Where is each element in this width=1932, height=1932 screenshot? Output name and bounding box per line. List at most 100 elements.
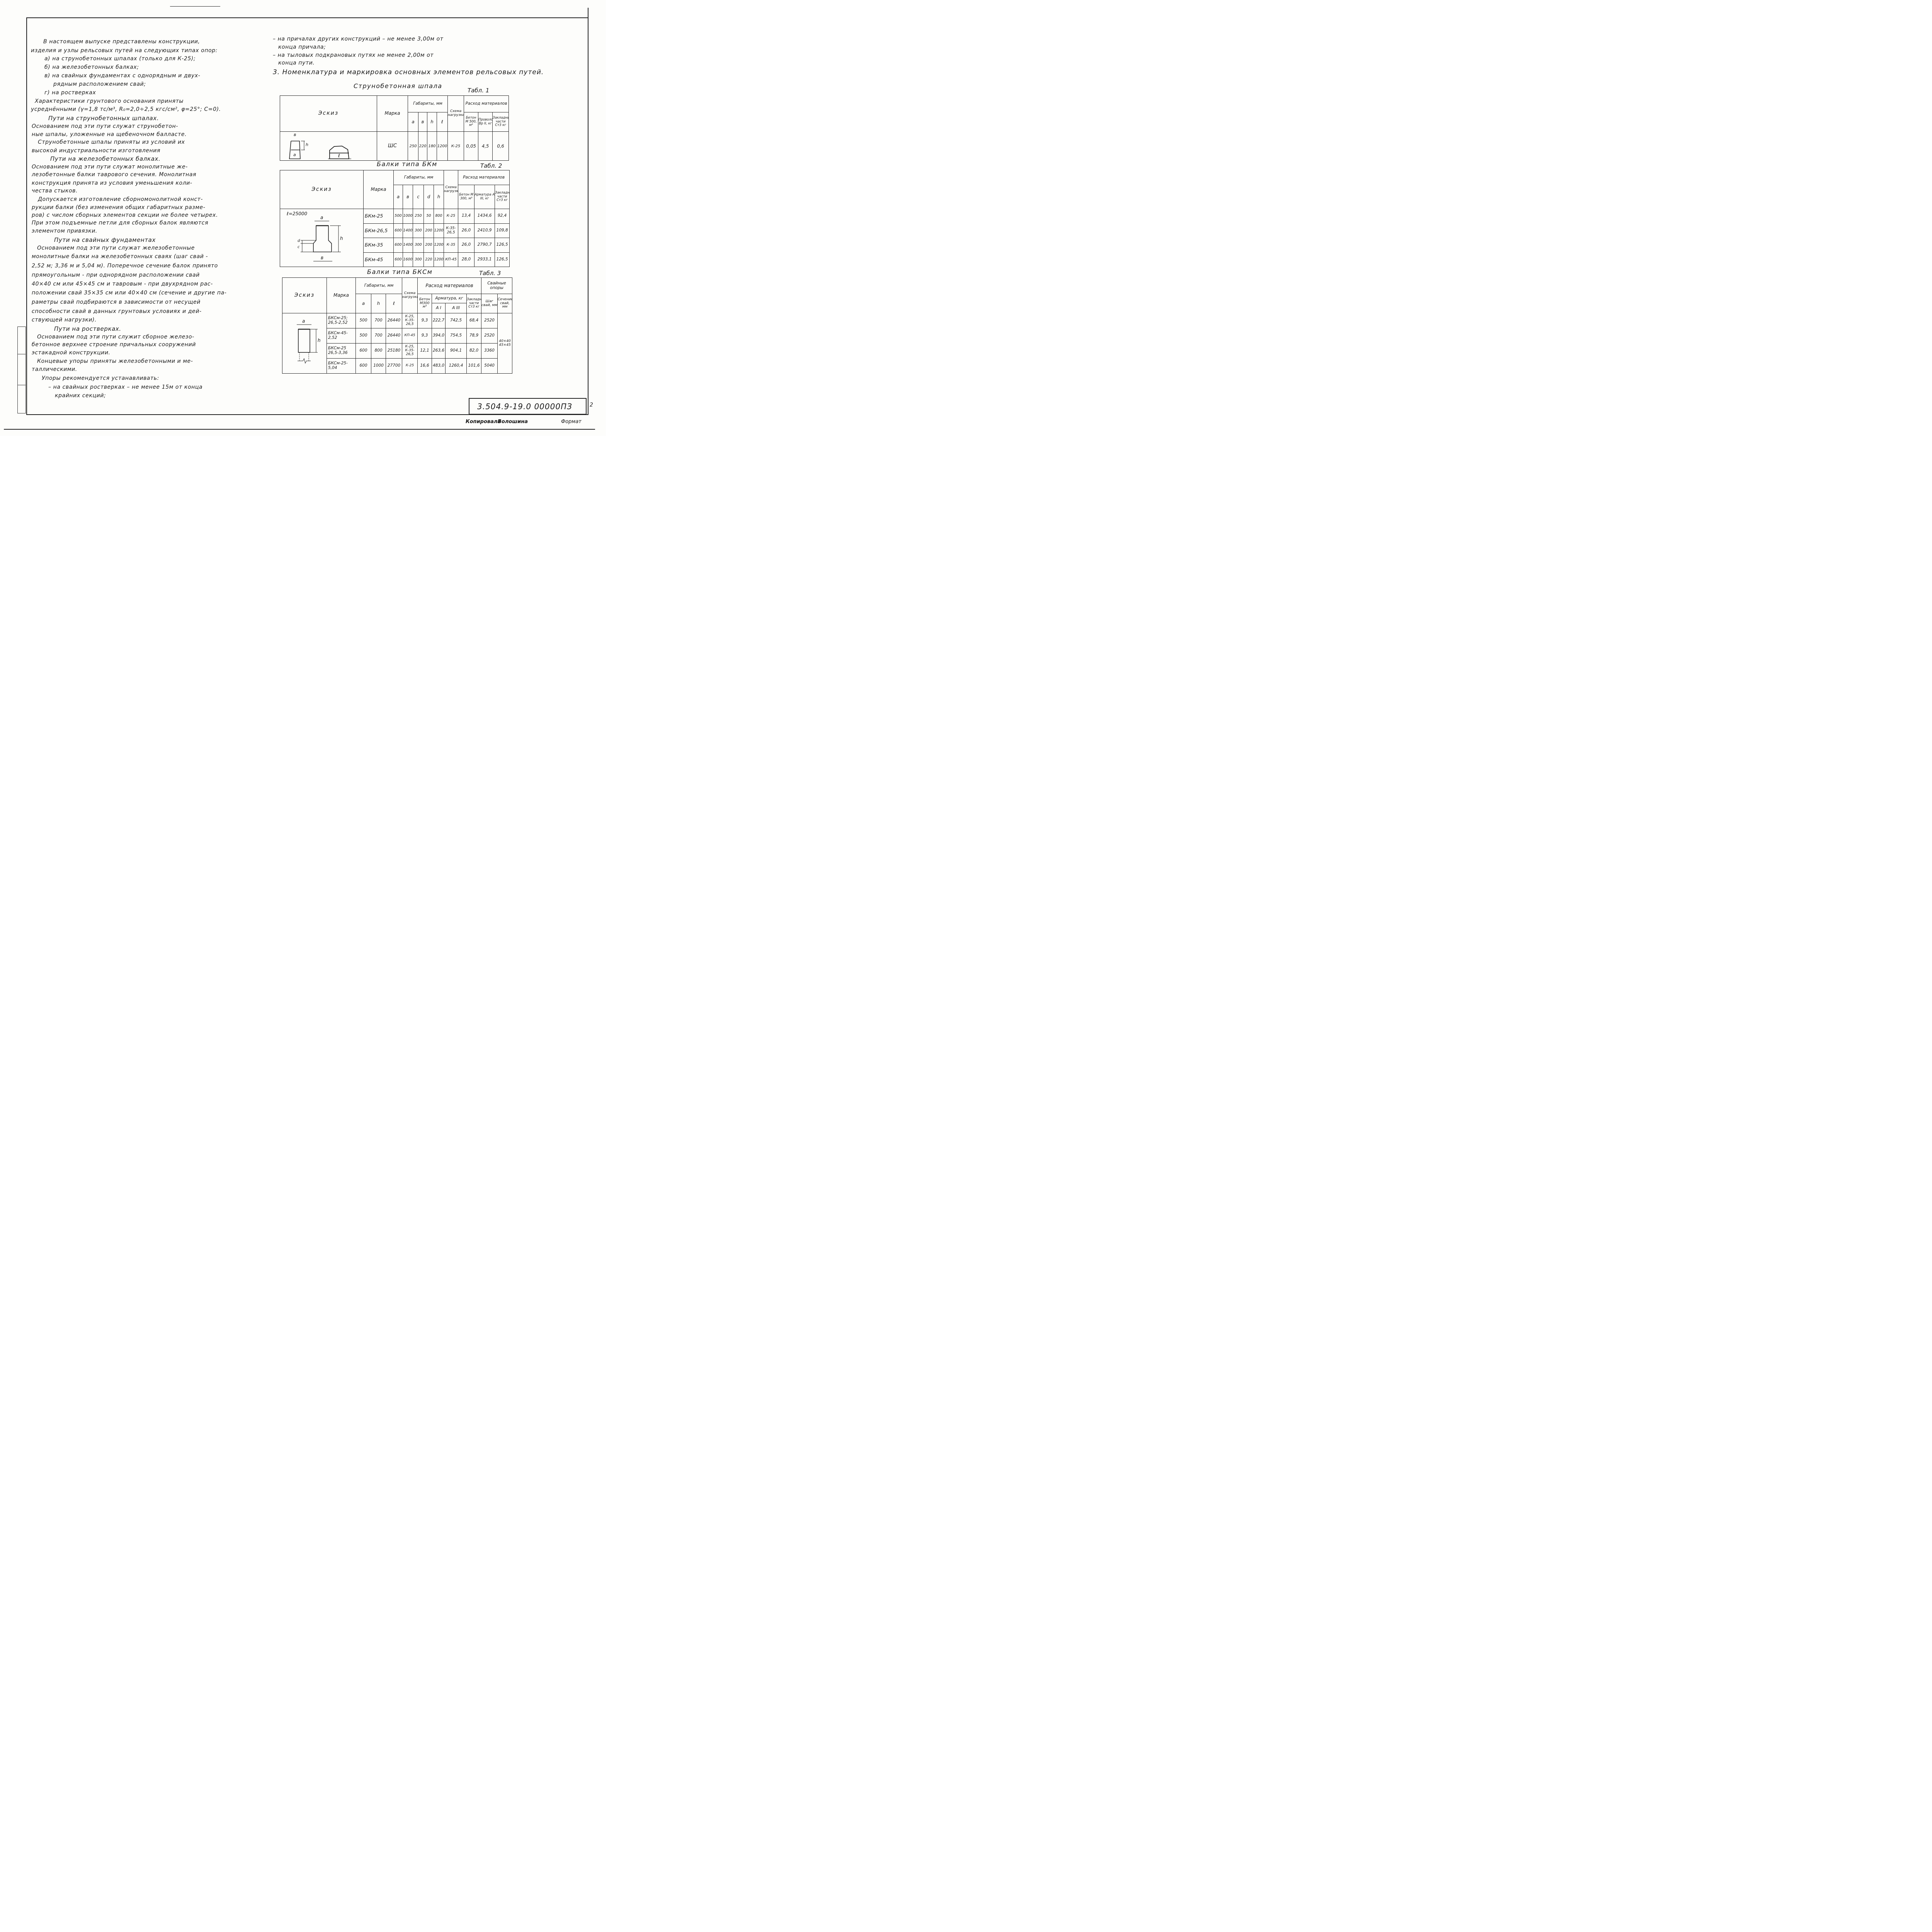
sketch-label-h: h xyxy=(318,338,321,343)
material-value: 222,7 xyxy=(432,313,446,328)
header-mark: Марка xyxy=(377,95,408,132)
text-line: ствующей нагрузки). xyxy=(32,317,97,323)
dim-value: 200 xyxy=(423,223,434,238)
text-line: чества стыков. xyxy=(32,188,78,194)
sketch-sleeper: в h a ℓ xyxy=(280,131,377,161)
load-value: К-25 xyxy=(402,358,418,374)
text-line: в) на свайных фундаментах с однорядным и… xyxy=(44,73,201,79)
sketch-cell xyxy=(280,209,364,267)
dim-col-header: в xyxy=(403,185,413,209)
material-value: 126,5 xyxy=(495,238,510,253)
dim-col-a: a xyxy=(355,294,371,313)
dim-col-h: h xyxy=(371,294,386,313)
material-col-header: Бетон М 300, м³ xyxy=(458,185,475,209)
dim-col-header: c xyxy=(413,185,424,209)
sheet-bottom-edge xyxy=(4,429,595,430)
text-line: Характеристики грунтового основания прин… xyxy=(35,98,184,104)
section-title: 3. Номенклатура и маркировка основных эл… xyxy=(273,68,544,76)
load-value: К-35-26,5 xyxy=(444,223,459,238)
row-mark: БКСм-25 26,5-3,36 xyxy=(327,343,356,359)
subsection-heading: Пути на свайных фундаментах xyxy=(54,236,156,243)
subsection-heading: Пути на ростверках. xyxy=(54,325,121,332)
material-value: 5040 xyxy=(481,358,498,374)
sketch-label-b: в xyxy=(321,255,324,260)
sheet-top-edge xyxy=(170,6,220,7)
dim-value: 50 xyxy=(423,209,434,224)
text-line: 40×40 см или 45×45 см и тавровым - при д… xyxy=(32,281,213,287)
dim-value: 220 xyxy=(418,131,427,161)
table1-label: Табл. 1 xyxy=(468,87,490,94)
dim-value: 1200 xyxy=(433,238,444,253)
row-mark: БКм-45 xyxy=(363,252,394,267)
dim-value: 500 xyxy=(355,328,371,344)
rect-beam-drawing xyxy=(297,324,318,364)
load-value: К-35 xyxy=(444,238,459,253)
text-line: а) на струнобетонных шпалах (только для … xyxy=(44,56,196,62)
header-materials: Расход материалов xyxy=(417,277,482,294)
dim-value: 700 xyxy=(371,313,386,328)
text-line: Допускается изготовление сборномонолитно… xyxy=(38,196,203,202)
frame-left xyxy=(26,17,27,415)
dim-col-header: h xyxy=(427,112,437,132)
row-mark: БКм-35 xyxy=(363,238,394,253)
text-line: ные шпалы, уложенные на щебеночном балла… xyxy=(32,131,187,138)
material-value: 4,5 xyxy=(478,131,493,161)
material-col-header: Бетон М 500, м³ xyxy=(464,112,479,132)
side-stamp-strip xyxy=(17,327,26,413)
material-value: 126,5 xyxy=(495,252,510,267)
dim-value: 1200 xyxy=(433,252,444,267)
text-line: эстакадной конструкции. xyxy=(32,350,111,356)
material-value: 9,3 xyxy=(417,328,432,344)
sketch-label-h: h xyxy=(340,236,343,241)
row-mark: БКм-25 xyxy=(363,209,394,224)
material-value: 0,05 xyxy=(464,131,479,161)
rebar-col-a3: A III xyxy=(445,303,467,313)
copied-label: Копировала xyxy=(466,419,501,425)
text-line: конца пути. xyxy=(278,60,315,66)
dim-col-header: ℓ xyxy=(436,112,448,132)
dim-value: 220 xyxy=(423,252,434,267)
sketch-cell xyxy=(282,313,327,374)
text-line: способности свай в данных грунтовых усло… xyxy=(32,308,202,315)
sheet-number: 2 xyxy=(590,402,593,408)
material-value: 0,6 xyxy=(492,131,509,161)
dim-value: 1400 xyxy=(403,223,413,238)
dim-col-header: в xyxy=(418,112,427,132)
header-load: Схема нагрузки xyxy=(447,95,464,132)
frame-top xyxy=(26,17,588,18)
table2-label: Табл. 2 xyxy=(480,162,502,169)
material-col-header: Арматура A III, кг xyxy=(474,185,495,209)
text-line: рядным расположением свай; xyxy=(53,81,146,87)
load-value: К-25 xyxy=(444,209,459,224)
material-value: 12,1 xyxy=(417,343,432,359)
table2: Эскиз Марка Габариты, мм Схема нагрузки … xyxy=(280,170,510,267)
dim-value: 1200 xyxy=(436,131,448,161)
header-sketch: Эскиз xyxy=(282,277,327,313)
load-value: КП-45 xyxy=(444,252,459,267)
header-load: Схема нагрузки xyxy=(402,277,418,313)
header-dims: Габариты, мм xyxy=(355,277,403,294)
material-value: 78,9 xyxy=(466,328,482,344)
text-line: – на причалах других конструкций – не ме… xyxy=(273,36,444,42)
header-sketch: Эскиз xyxy=(280,95,377,132)
material-value: 26,0 xyxy=(458,238,475,253)
dim-value: 300 xyxy=(413,252,424,267)
header-mark: Марка xyxy=(363,170,394,209)
material-value: 263,6 xyxy=(432,343,446,359)
load-value: К-25, К-35-26,5 xyxy=(402,313,418,328)
dim-value: 600 xyxy=(393,238,403,253)
text-line: усреднёнными (γ=1,8 тс/м³, R₀=2,0÷2,5 кг… xyxy=(31,106,221,112)
text-line: конструкция принята из условия уменьшени… xyxy=(32,180,192,186)
header-sketch: Эскиз xyxy=(280,170,364,209)
material-value: 82,0 xyxy=(466,343,482,359)
pile-section-value: 40×40 45×45 xyxy=(497,313,513,374)
load-value: К-25, К-35-26,5 xyxy=(402,343,418,359)
header-piles: Свайные опоры xyxy=(481,277,513,294)
text-line: Упоры рекомендуется устанавливать: xyxy=(42,375,159,381)
text-line: положении свай 35×35 см или 40×40 см (се… xyxy=(32,290,227,296)
text-line: Концевые упоры приняты железобетонными и… xyxy=(37,358,193,364)
